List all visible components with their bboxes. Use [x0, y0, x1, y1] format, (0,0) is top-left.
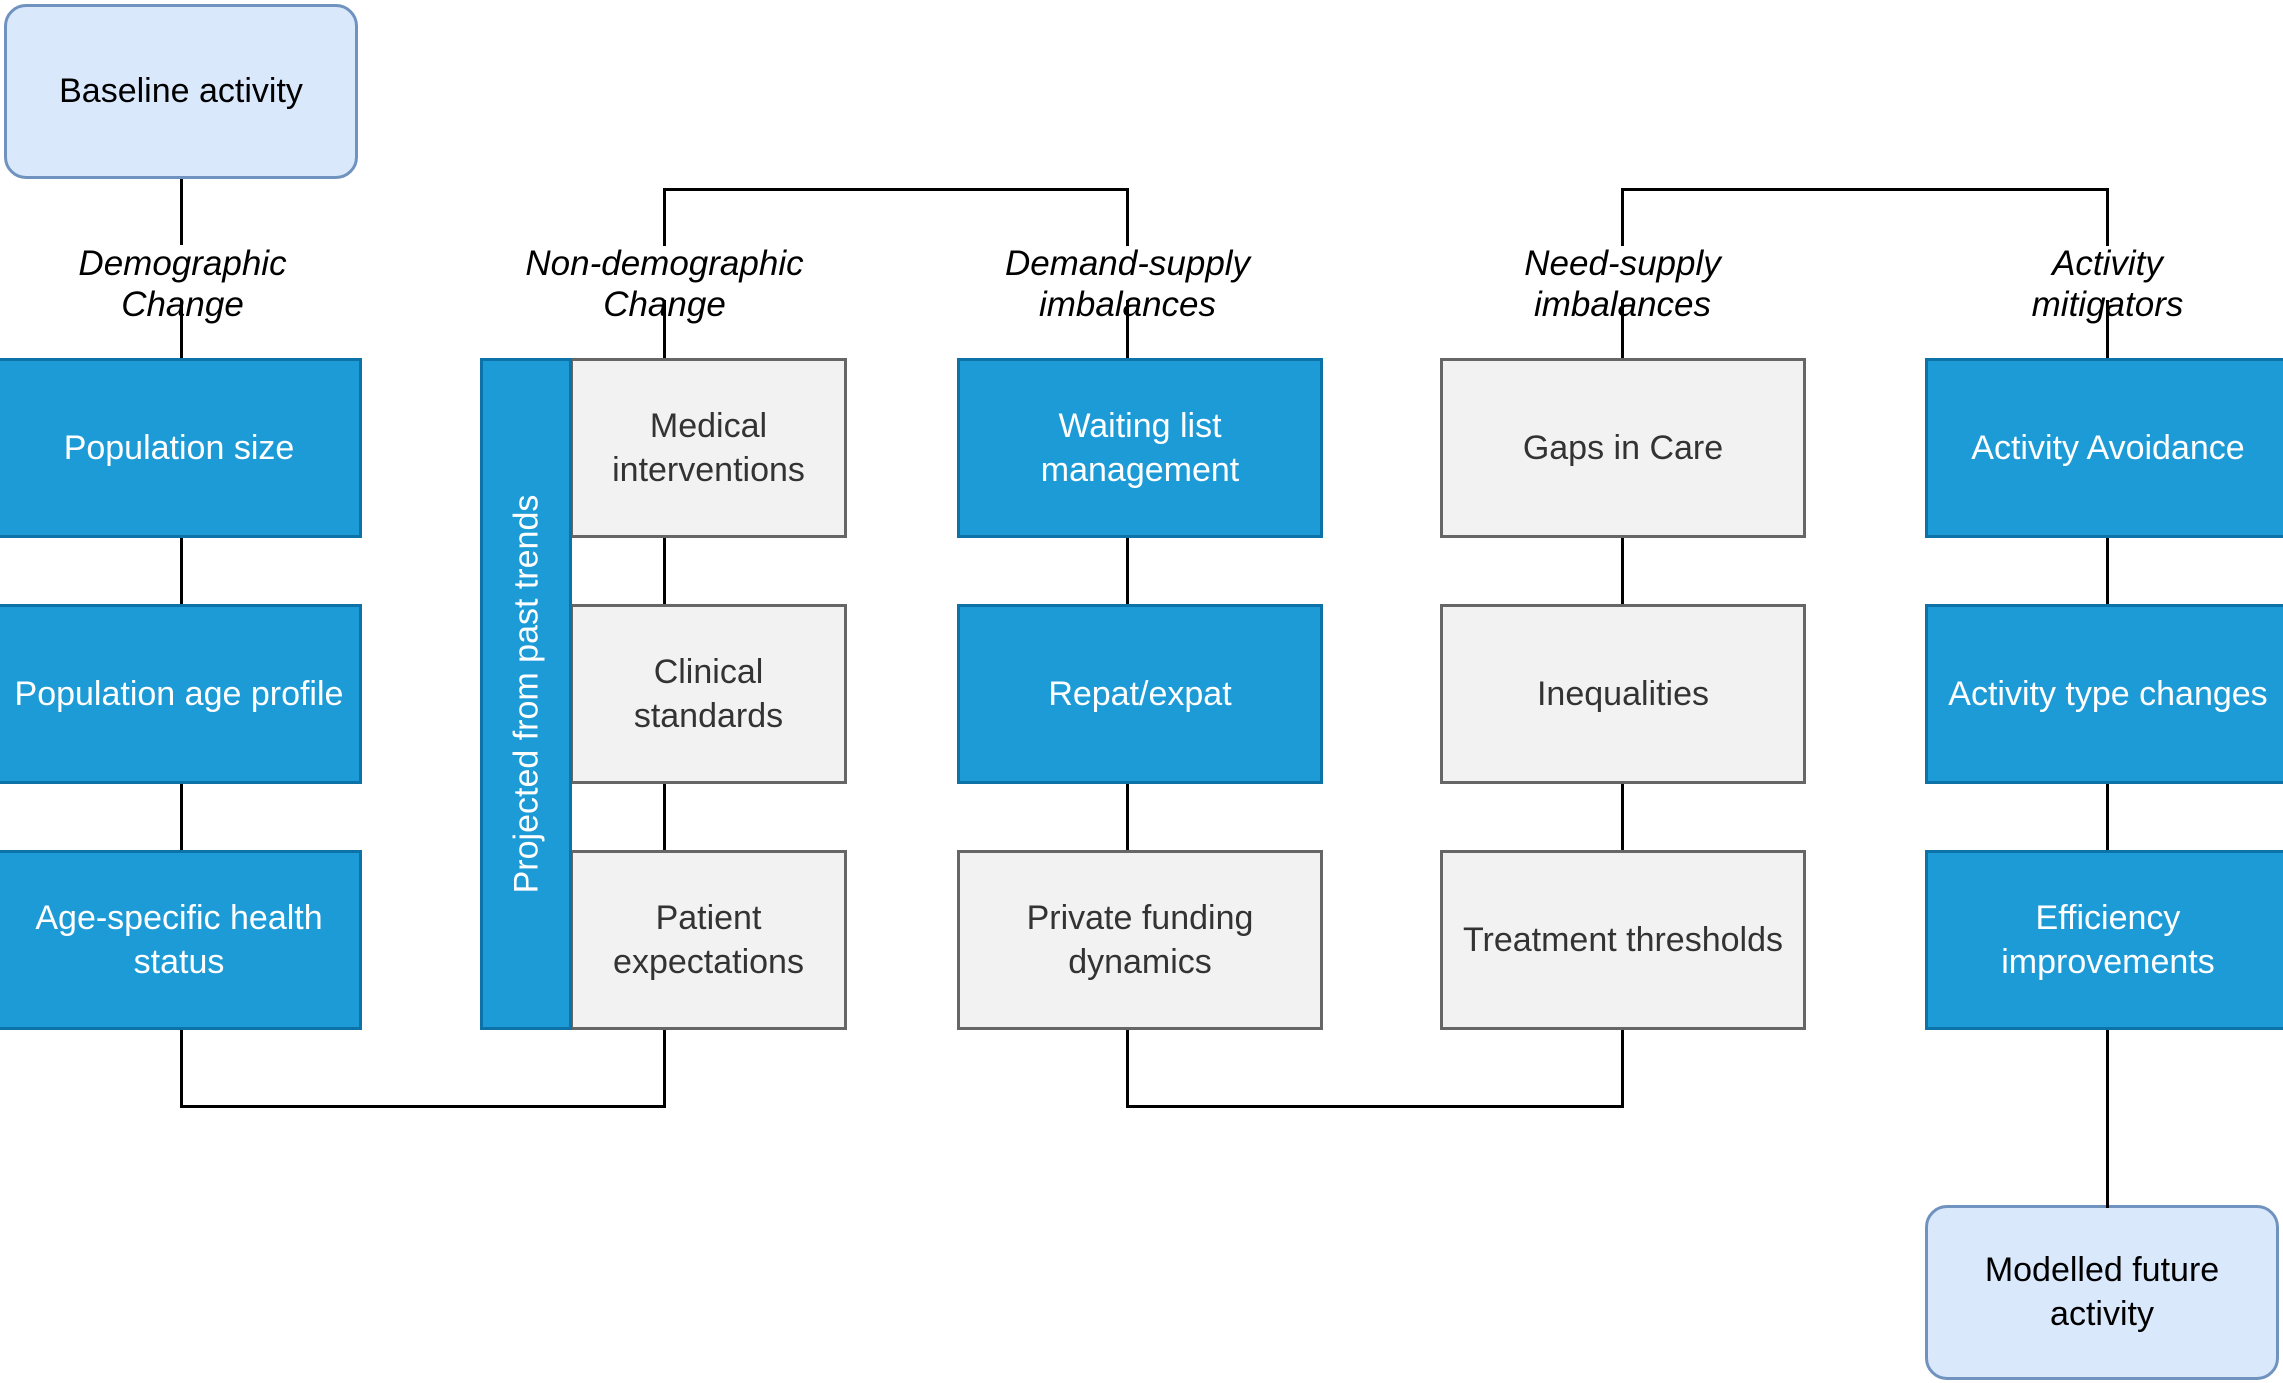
box-clinical-standards[interactable]: Clinical standards [570, 604, 847, 784]
projected-from-past-trends-band[interactable]: Projected from past trends [480, 358, 572, 1030]
connector-non-demographic-header-to-box [663, 300, 666, 358]
box-inequalities[interactable]: Inequalities [1440, 604, 1806, 784]
connector-col5-box1-box2 [2106, 538, 2109, 604]
box-treatment-thresholds[interactable]: Treatment thresholds [1440, 850, 1806, 1030]
box-label: Repat/expat [1048, 674, 1232, 713]
connector-bracket-bottom-left-up-a [180, 1030, 183, 1108]
connector-bracket-top-right-horizontal [1621, 188, 2109, 191]
connector-bracket-bottom-right-up-b [1621, 1030, 1624, 1108]
box-medical-interventions[interactable]: Medical interventions [570, 358, 847, 538]
projected-from-past-trends-label: Projected from past trends [507, 494, 545, 894]
connector-col1-box1-box2 [180, 538, 183, 604]
box-label: Treatment thresholds [1463, 920, 1783, 959]
connector-activity-mitigators-header-to-box [2106, 300, 2109, 358]
column-header-non-demographic-change: Non-demographic Change [525, 244, 804, 324]
box-gaps-in-care[interactable]: Gaps in Care [1440, 358, 1806, 538]
box-label: Population size [63, 428, 295, 467]
connector-need-supply-header-to-box [1621, 300, 1624, 358]
connector-bracket-top-right-down-b [2106, 188, 2109, 246]
connector-bracket-bottom-right-up-a [1126, 1030, 1129, 1108]
box-population-age-profile[interactable]: Population age profile [0, 604, 362, 784]
connector-bracket-bottom-right-horizontal [1126, 1105, 1624, 1108]
connector-col3-box2-box3 [1126, 784, 1129, 850]
connector-col4-box1-box2 [1621, 538, 1624, 604]
box-label: Gaps in Care [1522, 428, 1724, 467]
connector-col2-box1-box2 [663, 538, 666, 604]
connector-col5-box2-box3 [2106, 784, 2109, 850]
box-activity-type-changes[interactable]: Activity type changes [1925, 604, 2283, 784]
box-label: Age-specific health status [35, 898, 323, 981]
connector-col1-box2-box3 [180, 784, 183, 850]
connector-bracket-top-left-down-a [663, 188, 666, 246]
box-label: Population age profile [14, 674, 344, 713]
connector-bracket-top-left-down-b [1126, 188, 1129, 246]
box-label: Private funding dynamics [1026, 898, 1254, 981]
box-population-size[interactable]: Population size [0, 358, 362, 538]
connector-col2-box2-box3 [663, 784, 666, 850]
box-patient-expectations[interactable]: Patient expectations [570, 850, 847, 1030]
box-label: Inequalities [1536, 674, 1709, 713]
box-waiting-list-management[interactable]: Waiting list management [957, 358, 1323, 538]
box-age-specific-health-status[interactable]: Age-specific health status [0, 850, 362, 1030]
box-label: Activity type changes [1948, 674, 2268, 713]
connector-demand-supply-header-to-box [1126, 300, 1129, 358]
connector-bracket-bottom-left-up-b [663, 1030, 666, 1108]
box-label: Efficiency improvements [2001, 898, 2215, 981]
baseline-activity-label: Baseline activity [59, 71, 303, 110]
connector-bracket-top-right-down-a [1621, 188, 1624, 246]
connector-efficiency-to-modelled-future [2106, 1030, 2109, 1208]
box-label: Activity Avoidance [1971, 428, 2245, 467]
box-label: Medical interventions [612, 406, 805, 489]
modelled-future-activity-node[interactable]: Modelled future activity [1925, 1205, 2279, 1380]
baseline-activity-node[interactable]: Baseline activity [4, 4, 358, 179]
connector-bracket-bottom-left-horizontal [180, 1105, 666, 1108]
modelled-future-activity-label: Modelled future activity [1984, 1250, 2220, 1333]
connector-bracket-top-left-horizontal [663, 188, 1129, 191]
connector-col3-box1-box2 [1126, 538, 1129, 604]
connector-baseline-to-demographic [180, 179, 183, 245]
box-repat-expat[interactable]: Repat/expat [957, 604, 1323, 784]
box-label: Clinical standards [633, 652, 784, 735]
connector-col4-box2-box3 [1621, 784, 1624, 850]
box-label: Waiting list management [1040, 406, 1240, 489]
connector-demographic-header-to-box [180, 300, 183, 358]
box-activity-avoidance[interactable]: Activity Avoidance [1925, 358, 2283, 538]
box-private-funding-dynamics[interactable]: Private funding dynamics [957, 850, 1323, 1030]
box-label: Patient expectations [613, 898, 804, 981]
box-efficiency-improvements[interactable]: Efficiency improvements [1925, 850, 2283, 1030]
